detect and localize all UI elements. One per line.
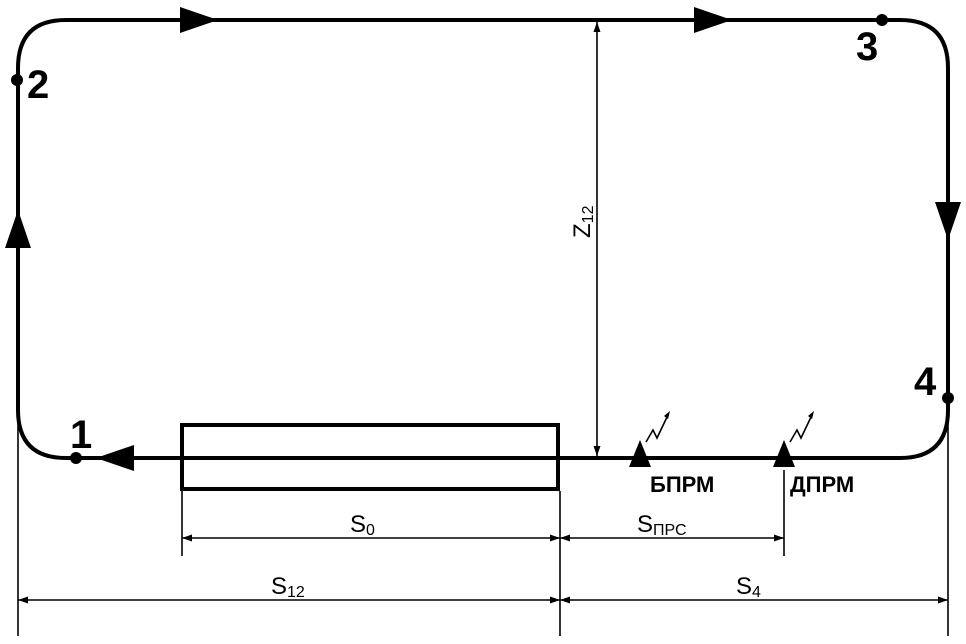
outer-beacon-label: БПРМ <box>650 472 714 497</box>
point-2-marker <box>11 74 23 86</box>
direction-arrow-top-2 <box>694 7 732 33</box>
inner-beacon-icon <box>773 440 795 467</box>
direction-arrow-bottom <box>96 445 134 471</box>
point-3-marker <box>876 14 888 26</box>
s4-label: S4 <box>736 573 761 601</box>
direction-arrow-right <box>935 202 961 240</box>
point-3-label: 3 <box>856 25 878 69</box>
inner-marker-beacon <box>773 411 814 467</box>
point-4-marker <box>942 392 954 404</box>
svg-text:Z12: Z12 <box>569 205 597 238</box>
s0-label: S0 <box>350 511 375 539</box>
direction-arrow-top-1 <box>180 7 218 33</box>
flight-circuit-path <box>16 18 950 460</box>
outer-beacon-icon <box>629 440 651 467</box>
point-2-label: 2 <box>27 63 49 107</box>
point-1-label: 1 <box>70 413 92 457</box>
inner-beacon-signal-icon <box>789 414 813 443</box>
direction-arrow-left <box>5 210 31 248</box>
outer-beacon-signal-icon <box>645 414 669 443</box>
s-prs-label: SПРС <box>637 511 687 539</box>
inner-beacon-label: ДПРМ <box>790 472 854 497</box>
s12-label: S12 <box>271 573 305 601</box>
point-4-label: 4 <box>914 360 937 404</box>
point-1-marker <box>70 452 82 464</box>
outer-marker-beacon <box>629 411 670 467</box>
z12-label: Z12 <box>569 205 597 238</box>
